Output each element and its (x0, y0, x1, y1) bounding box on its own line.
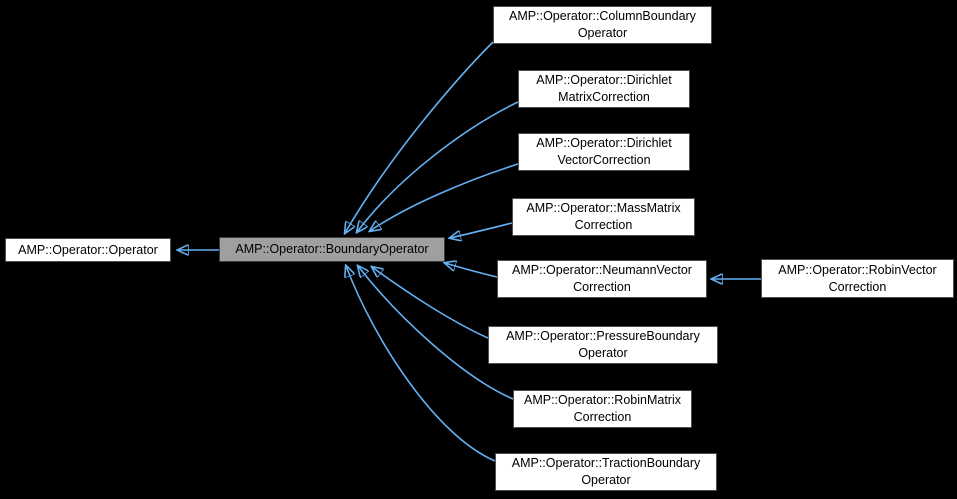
class-node-robin-matrix-correction[interactable]: AMP::Operator::RobinMatrix Correction (513, 390, 692, 428)
class-label-line2: Operator (581, 473, 631, 487)
class-label-line1: AMP::Operator::ColumnBoundary (509, 9, 696, 23)
class-label-line1: AMP::Operator::Dirichlet (536, 136, 672, 150)
edge-pressureboundaryoperator-arrow (372, 267, 489, 339)
edge-robinmatrixcorrection-arrow (358, 266, 514, 400)
class-label-line1: AMP::Operator::Dirichlet (536, 73, 672, 87)
edge-dirichletvectorcorrection-arrow (370, 163, 519, 231)
class-label-line2: VectorCorrection (557, 153, 651, 167)
class-label-line1: AMP::Operator::PressureBoundary (506, 329, 700, 343)
class-label-line2: Correction (573, 280, 631, 294)
class-label: AMP::Operator::BoundaryOperator (235, 242, 429, 256)
class-node-neumann-vector-correction[interactable]: AMP::Operator::NeumannVector Correction (497, 260, 707, 298)
class-label: AMP::Operator::Operator (18, 242, 158, 257)
class-label-line2: Correction (573, 410, 632, 424)
class-label-line2: Operator (578, 346, 628, 360)
class-label-line2: MatrixCorrection (558, 90, 650, 104)
edge-columnboundaryoperator-arrow (345, 41, 494, 233)
class-label-line2: Correction (574, 218, 633, 232)
class-label-line2: Correction (828, 279, 887, 294)
edge-massmatrixcorrection-arrow (450, 222, 513, 238)
class-node-column-boundary-operator[interactable]: AMP::Operator::ColumnBoundary Operator (493, 6, 712, 44)
edge-tractionboundaryoperator-arrow (346, 266, 496, 462)
class-node-boundary-operator-current[interactable]: AMP::Operator::BoundaryOperator (219, 237, 445, 262)
class-label-line1: AMP::Operator::TractionBoundary (511, 456, 701, 470)
class-node-pressure-boundary-operator[interactable]: AMP::Operator::PressureBoundary Operator (488, 326, 718, 364)
edge-neumannvectorcorrection-arrow (445, 263, 498, 278)
class-node-traction-boundary-operator[interactable]: AMP::Operator::TractionBoundary Operator (495, 453, 717, 491)
class-label-line1: AMP::Operator::RobinVector (778, 262, 937, 277)
class-node-operator[interactable]: AMP::Operator::Operator (5, 238, 171, 262)
class-label-line1: AMP::Operator::MassMatrix (526, 201, 681, 215)
class-label-line1: AMP::Operator::NeumannVector (512, 263, 692, 277)
class-node-dirichlet-matrix-correction[interactable]: AMP::Operator::Dirichlet MatrixCorrectio… (518, 70, 690, 108)
class-label-line1: AMP::Operator::RobinMatrix (524, 393, 681, 407)
class-node-mass-matrix-correction[interactable]: AMP::Operator::MassMatrix Correction (512, 198, 695, 236)
class-node-dirichlet-vector-correction[interactable]: AMP::Operator::Dirichlet VectorCorrectio… (518, 133, 690, 171)
class-label-line2: Operator (577, 26, 628, 40)
class-node-robin-vector-correction[interactable]: AMP::Operator::RobinVector Correction (761, 259, 954, 298)
edge-dirichletmatrixcorrection-arrow (357, 101, 519, 232)
